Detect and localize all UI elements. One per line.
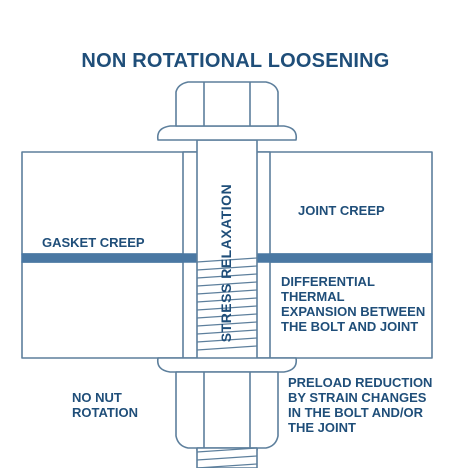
joint-creep-label: JOINT CREEP [298,203,385,218]
bolt-head-flange [156,125,298,141]
nut-flange [156,357,298,373]
nut-hex [175,371,279,449]
stress-relaxation-label: STRESS RELAXATION [218,183,234,343]
no-nut-rotation-label: NO NUT ROTATION [72,390,138,420]
diagram-title: NON ROTATIONAL LOOSENING [81,50,390,72]
gasket-creep-label: GASKET CREEP [42,235,145,250]
preload-reduction-label: PRELOAD REDUCTION BY STRAIN CHANGES IN T… [288,375,433,435]
differential-thermal-label: DIFFERENTIAL THERMAL EXPANSION BETWEEN T… [281,274,426,334]
bolt-head-hex [175,81,279,127]
